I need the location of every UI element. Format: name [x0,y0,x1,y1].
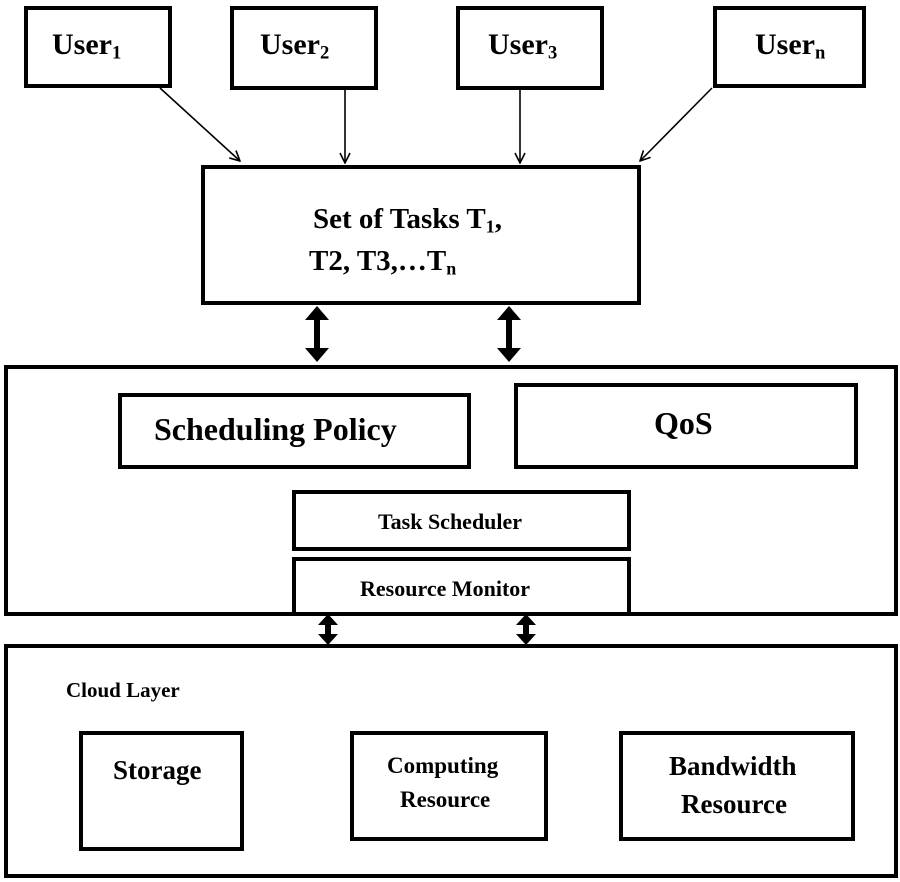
resource-monitor-box: Resource Monitor [292,557,631,616]
computing-resource-box: Computing Resource [350,731,548,841]
double-arrow-middle-cloud-right [516,614,536,645]
resource-monitor-label: Resource Monitor [360,576,531,601]
double-arrow-middle-cloud-left [318,614,338,645]
scheduling-policy-box: Scheduling Policy [118,393,471,469]
double-arrow-tasks-middle-left [305,306,329,362]
user-n-label: Usern [755,28,826,64]
user-1-label: User1 [52,28,122,64]
user-1-box: User1 [24,6,172,88]
user-n-box: Usern [713,6,866,88]
task-scheduler-label: Task Scheduler [378,509,523,534]
qos-box: QoS [514,383,858,469]
scheduling-policy-label: Scheduling Policy [154,411,397,447]
cloud-layer-title: Cloud Layer [66,678,180,702]
task-set-box: Set of Tasks T1, T2, T3,…Tn [201,165,641,305]
bandwidth-resource-line2: Resource [681,789,787,819]
arrow-user1-to-tasks [159,87,240,161]
task-scheduler-box: Task Scheduler [292,490,631,551]
bandwidth-resource-box: Bandwidth Resource [619,731,855,841]
user-2-label: User2 [260,28,330,64]
qos-label: QoS [654,405,713,441]
computing-resource-line1: Computing [387,753,499,778]
bandwidth-resource-line1: Bandwidth [669,751,797,781]
user-3-label: User3 [488,28,558,64]
double-arrow-tasks-middle-right [497,306,521,362]
storage-box: Storage [79,731,244,851]
user-2-box: User2 [230,6,378,90]
computing-resource-line2: Resource [400,787,491,812]
storage-label: Storage [113,755,202,785]
user-3-box: User3 [456,6,604,90]
arrow-usern-to-tasks [640,87,713,161]
task-set-line2: T2, T3,…Tn [309,245,457,279]
task-set-line1: Set of Tasks T1, [313,203,502,237]
